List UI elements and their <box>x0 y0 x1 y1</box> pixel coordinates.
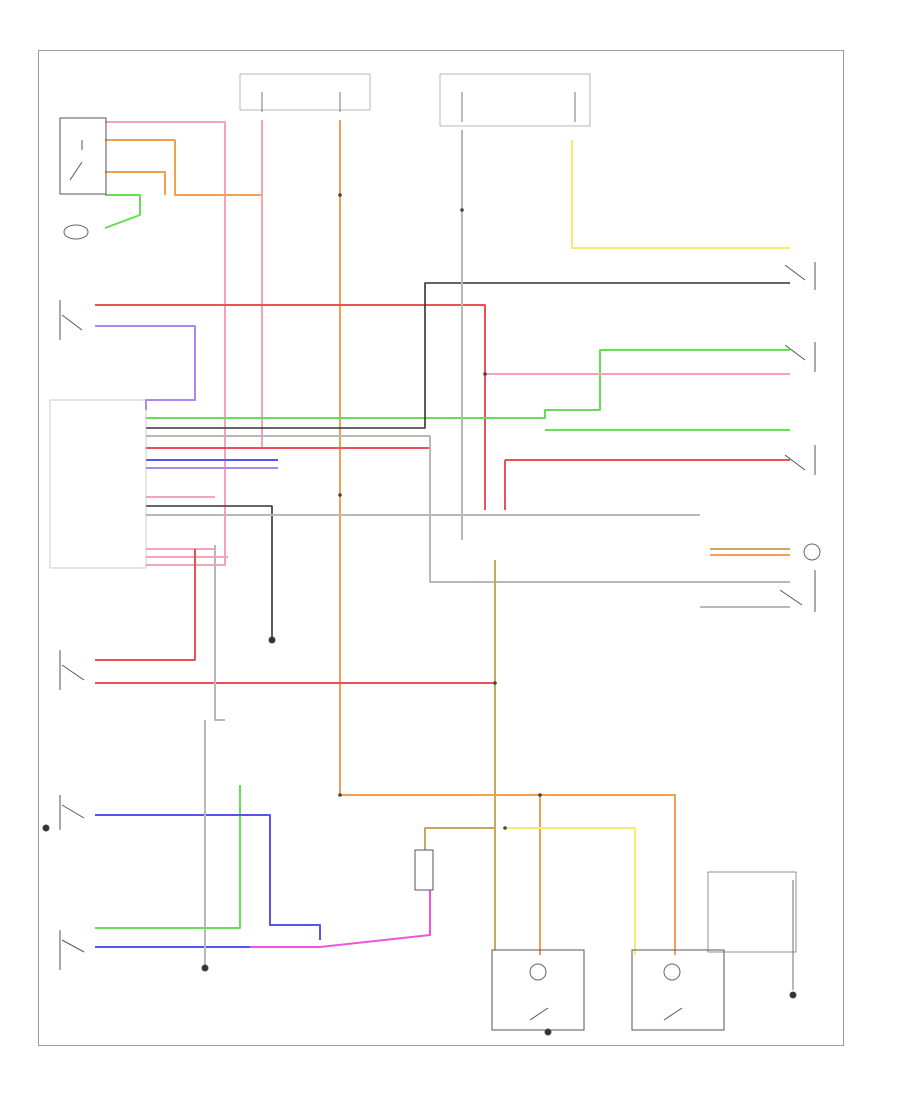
wire-magenta-36 <box>250 890 431 948</box>
wire-orange-4 <box>339 120 676 955</box>
components <box>42 73 821 1036</box>
wire-orange-3 <box>105 171 166 195</box>
splice-junction-1 <box>338 493 342 497</box>
trunk-lid-lamp <box>803 543 821 561</box>
splice-junction-0 <box>338 193 342 197</box>
splice-junction-6 <box>538 793 542 797</box>
left-rear-door-switch <box>59 650 85 690</box>
splice-junction-4 <box>460 208 464 212</box>
wire-blue-34 <box>95 814 321 940</box>
lamp-symbol <box>63 224 89 240</box>
wire-orange-2 <box>105 139 262 196</box>
wire-pink-6 <box>146 120 263 449</box>
splice-junction-2 <box>493 681 497 685</box>
splice-junction-5 <box>338 793 342 797</box>
body-control-module <box>49 399 147 569</box>
wires <box>95 120 794 990</box>
wire-red-8 <box>95 304 486 510</box>
ground-point-5 <box>268 636 276 644</box>
fuse-block-right <box>439 73 591 127</box>
splice-junction-7 <box>503 826 507 830</box>
wire-black-13 <box>146 282 790 429</box>
splice-junction-3 <box>483 372 487 376</box>
ground-point-4 <box>42 824 50 832</box>
wire-gray-32 <box>214 545 225 721</box>
wire-tan-30 <box>424 827 495 850</box>
interior-lamp-2-bulb <box>663 963 681 981</box>
right-front-door-switch-2 <box>784 445 816 475</box>
fuse-block-left <box>239 73 371 111</box>
wire-red-23 <box>95 549 196 661</box>
wire-gray-15 <box>146 435 790 583</box>
ground-point-3 <box>201 964 209 972</box>
right-rear-door-switch <box>784 342 816 372</box>
right-front-door-switch <box>59 300 83 340</box>
trunk-lamp-switch <box>59 117 107 195</box>
wire-green-33 <box>95 785 241 929</box>
wire-yellow-31 <box>505 827 636 955</box>
trunk-lid-switch <box>779 570 816 612</box>
interior-lamp-2 <box>631 949 725 1031</box>
ground-point-2 <box>544 1028 552 1036</box>
diagram-frame <box>38 50 844 1046</box>
interior-lamp-2-switch <box>663 1007 683 1021</box>
left-front-door-switch <box>59 795 85 830</box>
ground-block <box>707 871 797 953</box>
interior-lamp-1-switch <box>529 1007 549 1021</box>
wire-yellow-28 <box>571 140 790 249</box>
interior-lamp-1 <box>491 949 585 1031</box>
relay-module <box>414 849 434 891</box>
key-switch <box>784 262 816 290</box>
wire-violet-10 <box>95 325 196 410</box>
wire-green-11 <box>146 349 790 419</box>
junctions <box>338 193 542 830</box>
left-front-door-lock-switch <box>59 930 85 970</box>
wire-green-7 <box>104 194 141 229</box>
trunk-switch-contact <box>69 140 83 181</box>
wire-black-19 <box>146 505 273 640</box>
interior-lamp-1-bulb <box>529 963 547 981</box>
ground-point-1 <box>789 991 797 999</box>
wire-pink-21 <box>146 545 216 550</box>
